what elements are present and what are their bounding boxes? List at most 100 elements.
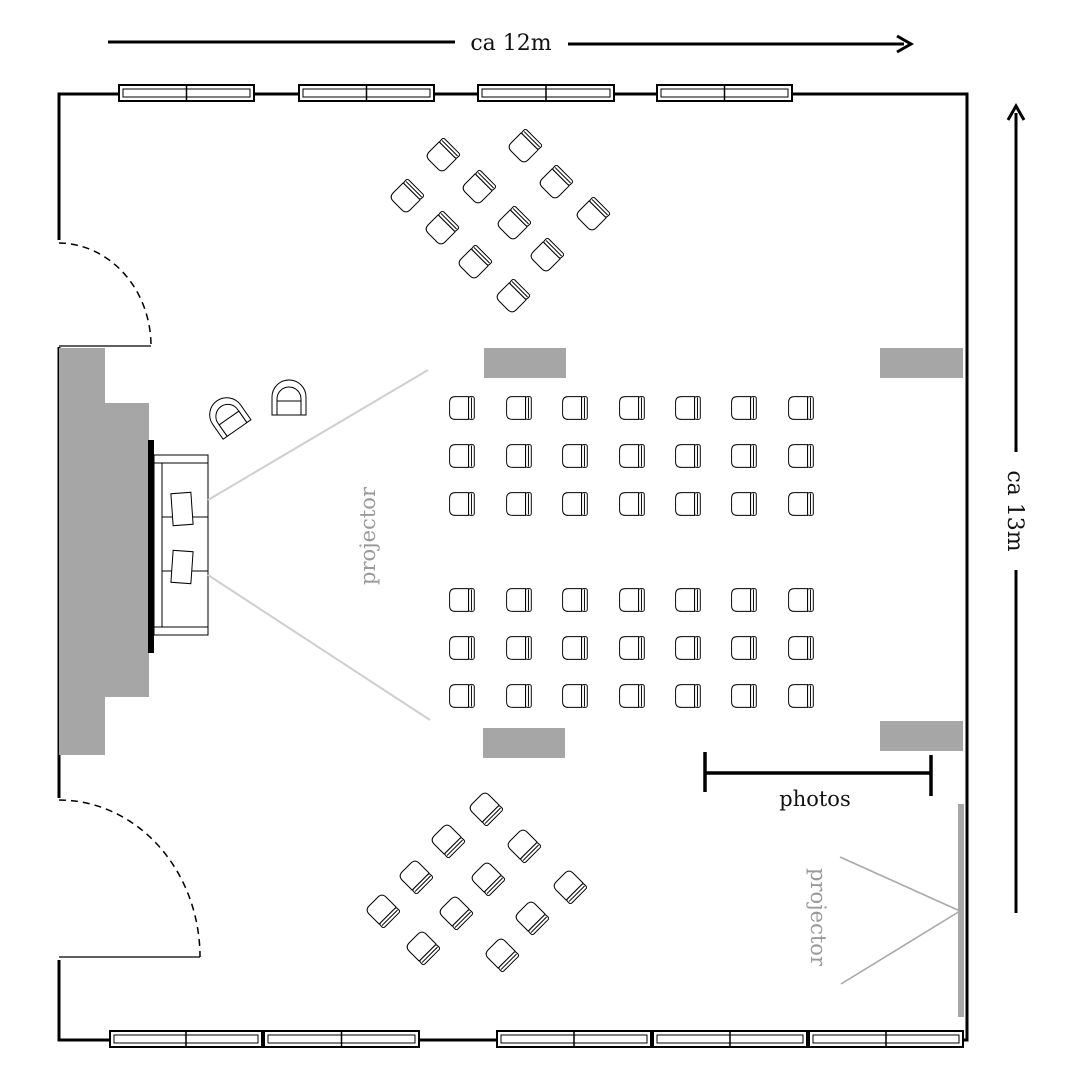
chair-icon — [426, 137, 461, 172]
chair-icon — [731, 492, 757, 516]
windows — [109, 84, 964, 1048]
chair-icon — [506, 396, 532, 420]
main-projector-beam: projector — [207, 369, 431, 721]
chair-icon — [497, 205, 532, 240]
side-projector-label: projector — [806, 868, 830, 967]
chair-icon — [788, 636, 814, 660]
depth-label: ca 13m — [1002, 470, 1027, 551]
photos-label: photos — [779, 787, 850, 811]
window-icon — [656, 84, 793, 102]
chair-icon — [530, 237, 565, 272]
chair-icon — [788, 684, 814, 708]
pillars — [483, 348, 963, 758]
chair-icon — [675, 492, 701, 516]
chair-icon — [562, 396, 588, 420]
chair-icon — [506, 636, 532, 660]
chair-icon — [731, 636, 757, 660]
chair-icon — [406, 931, 441, 966]
chair-icon — [515, 901, 550, 936]
chair-icon — [507, 829, 542, 864]
window-icon — [477, 84, 615, 102]
chair-icon — [506, 684, 532, 708]
chair-icon — [675, 396, 701, 420]
chair-icon — [449, 444, 475, 468]
chair-icon — [439, 896, 474, 931]
side-projector: projector — [806, 804, 964, 1017]
chair-icon — [562, 444, 588, 468]
chair-icon — [425, 210, 460, 245]
chair-icon — [731, 684, 757, 708]
chair-icon — [458, 244, 493, 279]
bottom-door — [57, 798, 201, 960]
chair-icon — [471, 862, 506, 897]
chair-icon — [449, 492, 475, 516]
stage — [59, 348, 149, 755]
chair-icon — [619, 444, 645, 468]
chair-icon — [431, 824, 466, 859]
pillar-icon — [483, 728, 565, 758]
top-door — [57, 240, 152, 347]
chair-icon — [562, 588, 588, 612]
chair-icon — [562, 492, 588, 516]
theatre-seating — [449, 396, 814, 708]
chair-icon — [788, 588, 814, 612]
chair-icon — [506, 588, 532, 612]
armchair-icon — [271, 379, 307, 416]
chair-icon — [553, 870, 588, 905]
chair-icon — [619, 396, 645, 420]
window-icon — [298, 84, 435, 102]
sofa-icon — [153, 454, 209, 636]
chair-icon — [390, 178, 425, 213]
pillar-icon — [880, 348, 963, 378]
top-chair-cluster — [390, 128, 611, 313]
main-projector-label: projector — [356, 486, 380, 585]
chair-icon — [506, 444, 532, 468]
window-icon — [652, 1030, 808, 1048]
chair-icon — [539, 164, 574, 199]
chair-icon — [788, 396, 814, 420]
chair-icon — [619, 588, 645, 612]
chair-icon — [675, 588, 701, 612]
chair-icon — [449, 588, 475, 612]
chair-icon — [366, 894, 401, 929]
depth-dimension: ca 13m — [1002, 102, 1027, 913]
chair-icon — [675, 444, 701, 468]
window-icon — [263, 1030, 420, 1048]
chair-icon — [619, 636, 645, 660]
photos-wall: photos — [703, 752, 933, 811]
armchair-icon — [209, 397, 252, 440]
chair-icon — [731, 588, 757, 612]
chair-icon — [675, 636, 701, 660]
chair-icon — [619, 492, 645, 516]
chair-icon — [449, 684, 475, 708]
width-dimension: ca 12m — [108, 31, 915, 56]
chair-icon — [788, 444, 814, 468]
chair-icon — [469, 792, 504, 827]
chair-icon — [508, 128, 543, 163]
width-label: ca 12m — [470, 31, 551, 56]
window-icon — [118, 84, 255, 102]
chair-icon — [619, 684, 645, 708]
chair-icon — [731, 396, 757, 420]
bottom-chair-cluster — [366, 792, 588, 973]
chair-icon — [449, 636, 475, 660]
pillar-icon — [484, 348, 566, 378]
window-icon — [496, 1030, 652, 1048]
chair-icon — [449, 396, 475, 420]
chair-icon — [731, 444, 757, 468]
pillar-icon — [880, 721, 963, 751]
chair-icon — [788, 492, 814, 516]
chair-icon — [562, 636, 588, 660]
window-icon — [109, 1030, 263, 1048]
armchairs — [209, 379, 307, 440]
side-screen — [958, 804, 964, 1017]
chair-icon — [506, 492, 532, 516]
chair-icon — [496, 278, 531, 313]
chair-icon — [462, 169, 497, 204]
screen-wall — [148, 440, 154, 653]
chair-icon — [562, 684, 588, 708]
chair-icon — [675, 684, 701, 708]
chair-icon — [485, 938, 520, 973]
chair-icon — [576, 196, 611, 231]
